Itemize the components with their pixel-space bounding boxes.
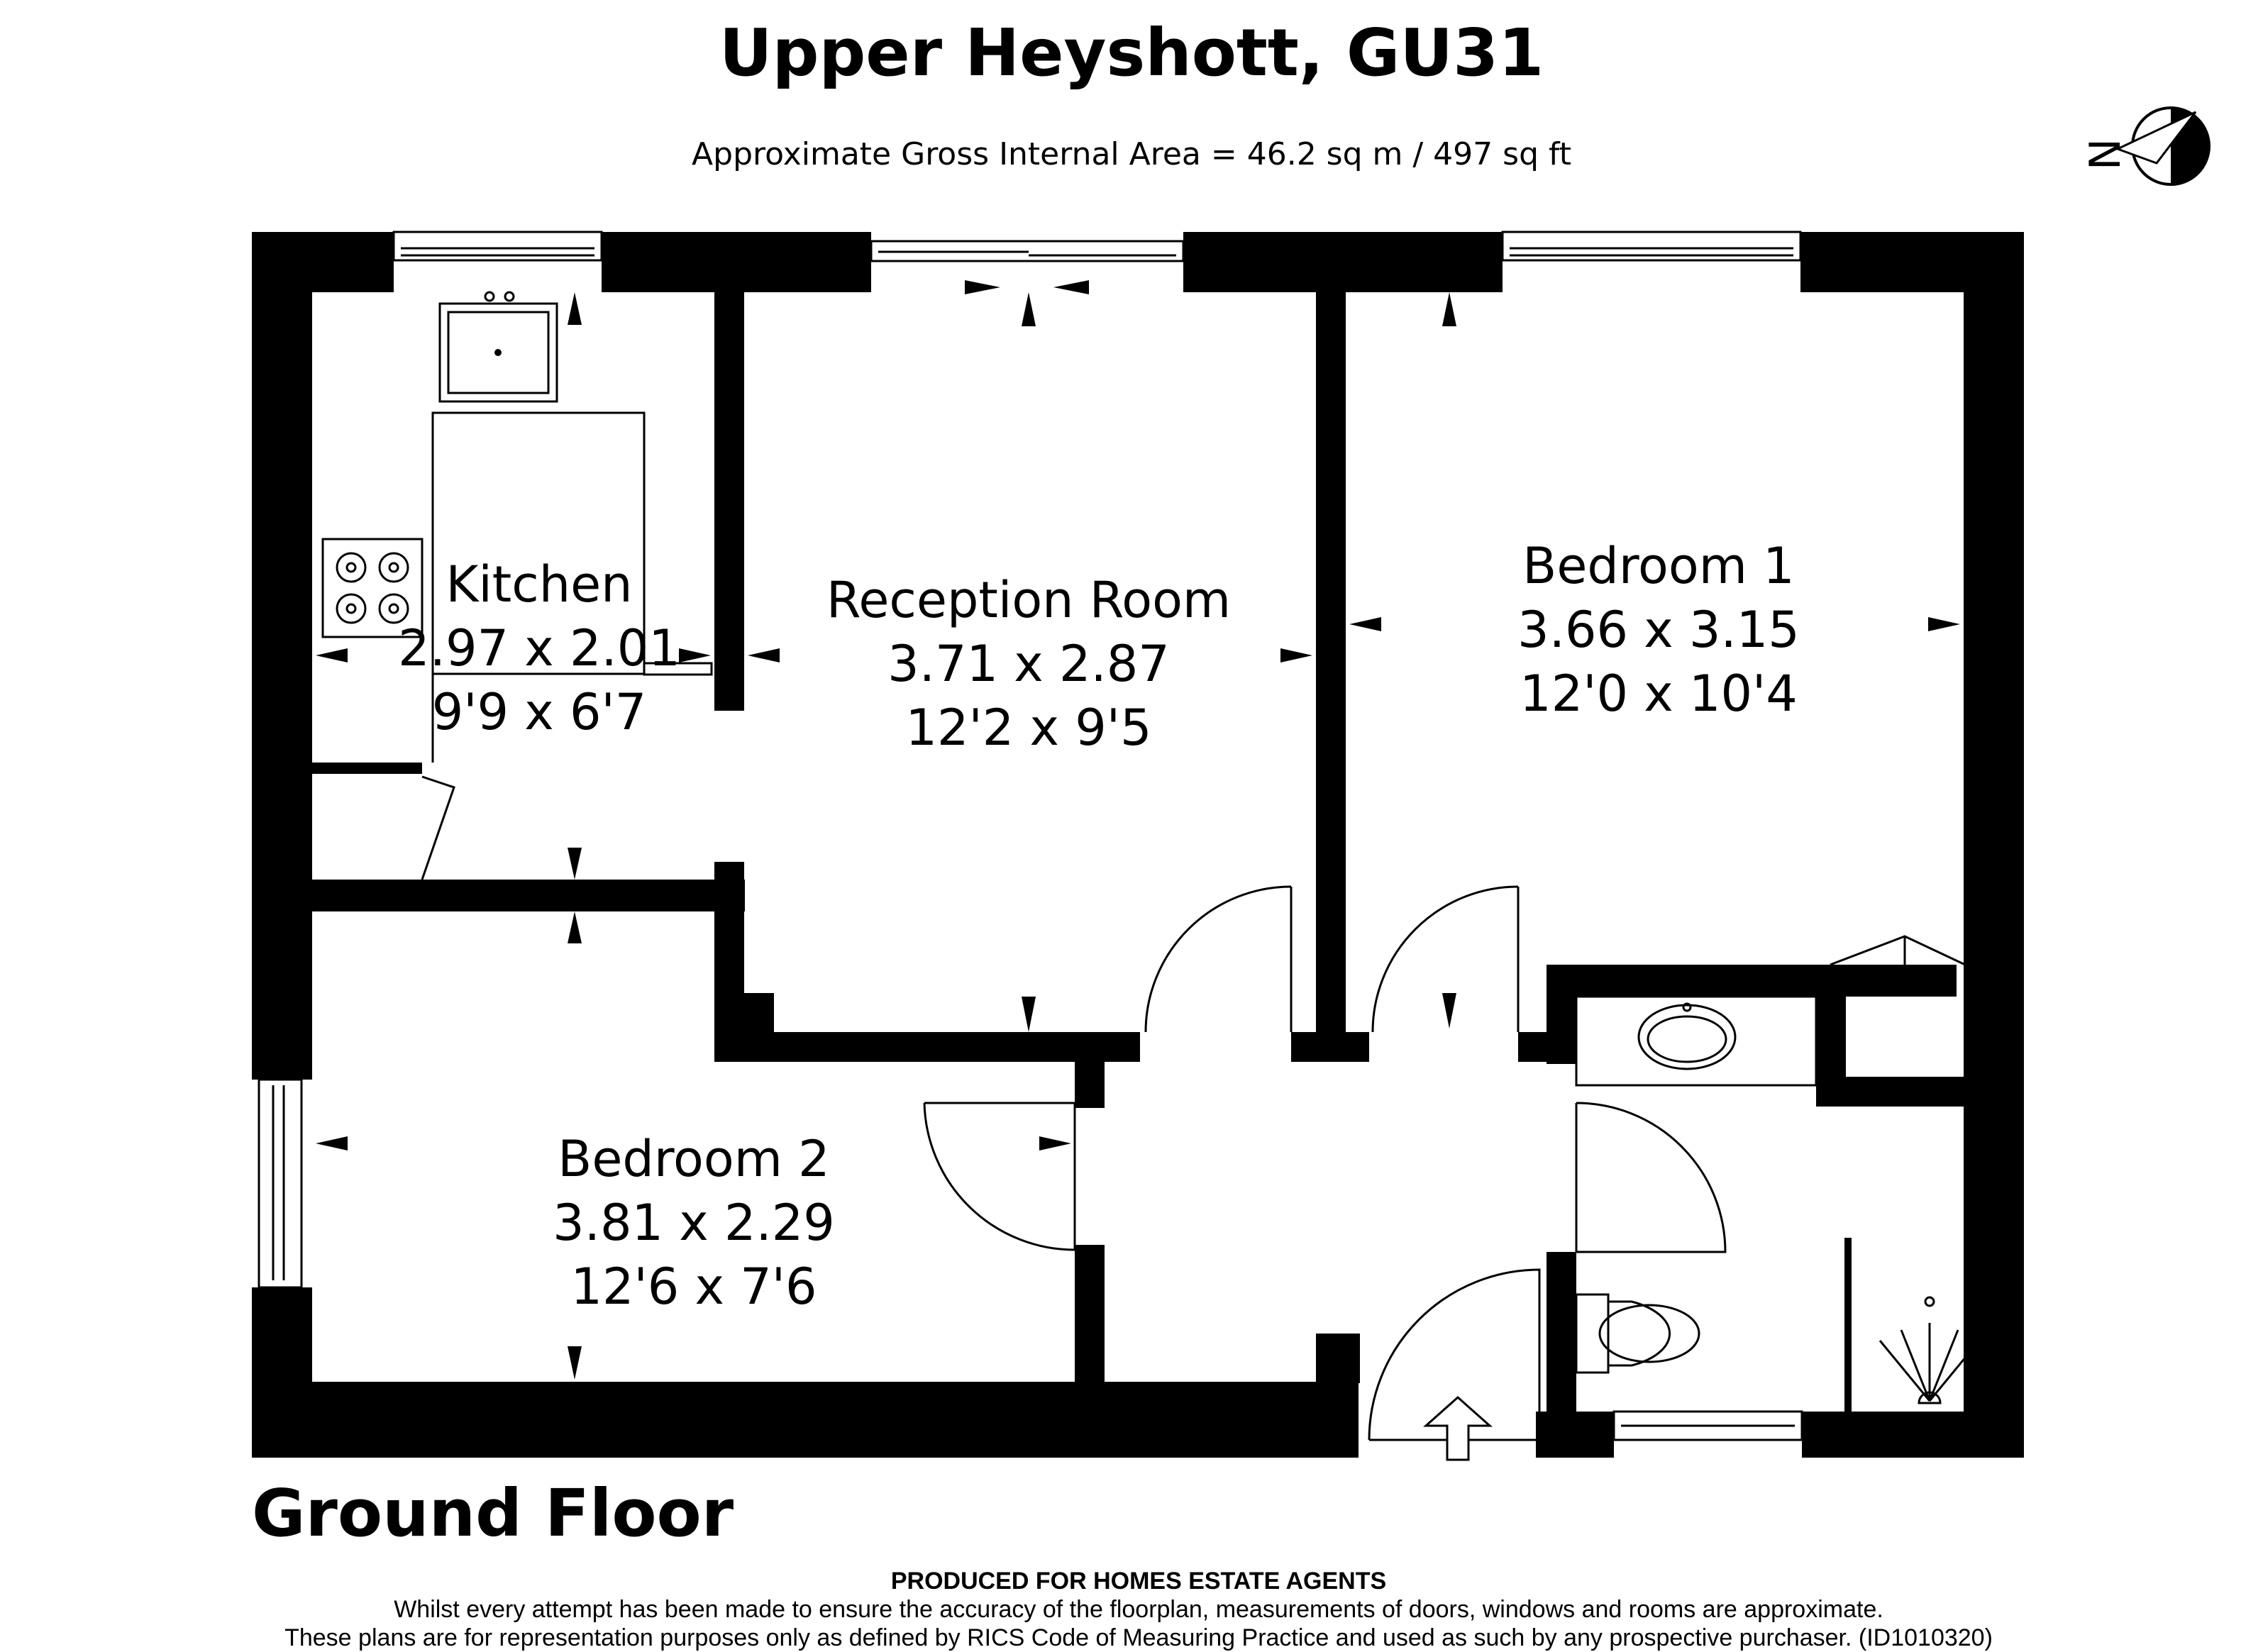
page-title: Upper Heyshott, GU31 [719, 15, 1544, 91]
kitchen-metric: 2.97 x 2.01 [398, 619, 680, 677]
disclaimer-heading: PRODUCED FOR HOMES ESTATE AGENTS [891, 1568, 1386, 1595]
door-bathroom [1575, 1102, 1727, 1253]
window-reception-sliding [870, 240, 1185, 262]
door-cupboard-bedroom1 [1830, 935, 1966, 966]
door-bedroom2 [923, 1102, 1076, 1251]
reception-imperial: 12'2 x 9'5 [905, 699, 1151, 757]
floor-label: Ground Floor [252, 1475, 734, 1551]
bedroom2-name: Bedroom 2 [558, 1130, 829, 1188]
kitchen-sink-icon [438, 291, 558, 403]
window-bathroom [1612, 1410, 1803, 1441]
door-reception [1144, 885, 1293, 1033]
kitchen-counter [431, 411, 713, 763]
room-label-bedroom2: Bedroom 2 3.81 x 2.29 12'6 x 7'6 [553, 1130, 835, 1316]
bedroom1-name: Bedroom 1 [1522, 537, 1794, 595]
gross-area-text: Approximate Gross Internal Area = 46.2 s… [692, 136, 1571, 172]
entrance-arrow-icon [1423, 1395, 1493, 1461]
window-bedroom1 [1501, 231, 1802, 262]
door-cupboard-kitchen [421, 775, 455, 880]
walls [252, 232, 2024, 1458]
kitchen-imperial: 9'9 x 6'7 [432, 683, 647, 741]
bedroom2-imperial: 12'6 x 7'6 [570, 1258, 817, 1316]
window-kitchen [392, 231, 603, 262]
hob-icon [321, 538, 424, 638]
room-label-bedroom1: Bedroom 1 3.66 x 3.15 12'0 x 10'4 [1517, 537, 1800, 723]
bedroom1-imperial: 12'0 x 10'4 [1520, 665, 1798, 723]
disclaimer-line2: These plans are for representation purpo… [284, 1624, 1993, 1651]
north-arrow-icon: N [2081, 106, 2211, 186]
reception-metric: 3.71 x 2.87 [887, 635, 1170, 693]
kitchen-name: Kitchen [446, 555, 632, 614]
bedroom1-metric: 3.66 x 3.15 [1517, 601, 1800, 659]
toilet-icon [1575, 1293, 1700, 1374]
reception-name: Reception Room [826, 571, 1231, 629]
shower-icon [1879, 1296, 1981, 1404]
disclaimer-line1: Whilst every attempt has been made to en… [394, 1596, 1883, 1623]
north-label: N [2081, 138, 2130, 170]
bathroom-basin-icon [1575, 995, 1817, 1087]
door-bedroom1 [1371, 885, 1520, 1033]
room-label-reception: Reception Room 3.71 x 2.87 12'2 x 9'5 [826, 571, 1231, 757]
bedroom2-metric: 3.81 x 2.29 [553, 1194, 835, 1252]
dimension-markers [316, 280, 1960, 1380]
room-label-kitchen: Kitchen 2.97 x 2.01 9'9 x 6'7 [398, 555, 680, 741]
window-bedroom2 [258, 1078, 303, 1289]
